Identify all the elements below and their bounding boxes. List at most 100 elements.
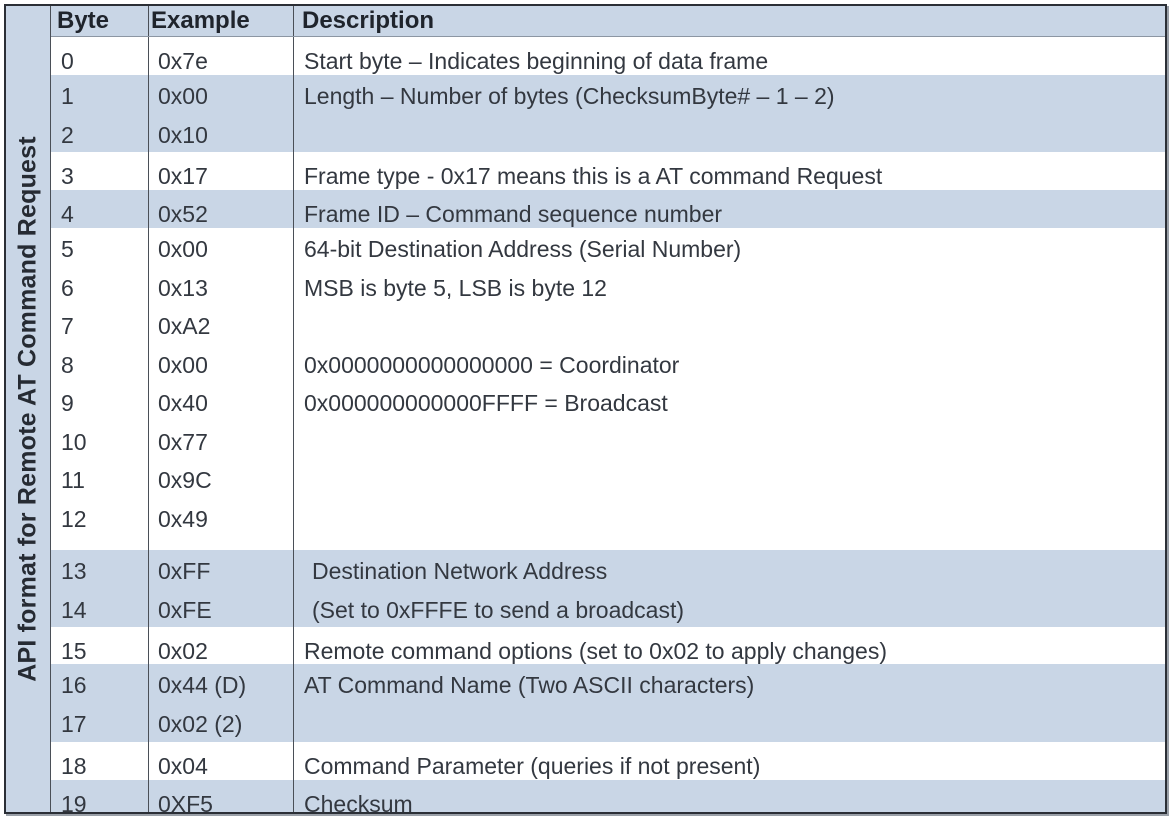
byte-value: 0	[61, 48, 74, 74]
example-value: 0x17	[158, 163, 208, 189]
byte-cell: 1 2	[51, 75, 149, 152]
example-value: 0x02 (2)	[158, 710, 243, 737]
api-frame-table: API format for Remote AT Command Request…	[4, 4, 1167, 814]
description-text: Remote command options (set to 0x02 to a…	[304, 638, 887, 664]
table-row: 1 2 0x00 0x10 Length – Number of bytes (…	[51, 75, 1165, 152]
description-text: 0x000000000000FFFF = Broadcast	[304, 390, 668, 416]
byte-value: 17	[61, 710, 87, 737]
example-cell: 0x00 0x10	[149, 75, 294, 152]
byte-value: 6	[61, 274, 74, 301]
description-text: 0x0000000000000000 = Coordinator	[304, 351, 680, 378]
byte-value: 7	[61, 313, 74, 339]
byte-cell: 4	[51, 190, 149, 228]
table-row: 15 0x02 Remote command options (set to 0…	[51, 627, 1165, 664]
byte-cell: 5 6 7 8 9 10 11 12	[51, 228, 149, 550]
byte-cell: 0	[51, 37, 149, 75]
header-description: Description	[302, 7, 435, 34]
example-value: 0x9C	[158, 467, 212, 493]
byte-value: 18	[61, 753, 87, 779]
description-cell: Frame type - 0x17 means this is a AT com…	[294, 152, 1165, 190]
table-row: 5 6 7 8 9 10 11 12 0x00 0x13 0xA2 0x00 0…	[51, 228, 1165, 550]
byte-value: 15	[61, 638, 87, 664]
example-value: 0x10	[158, 121, 208, 148]
description-text: 64-bit Destination Address (Serial Numbe…	[304, 236, 742, 262]
byte-cell: 16 17	[51, 664, 149, 742]
description-cell: Start byte – Indicates beginning of data…	[294, 37, 1165, 75]
byte-value: 10	[61, 428, 87, 455]
description-cell: AT Command Name (Two ASCII characters)	[294, 664, 1165, 742]
byte-cell: 19	[51, 780, 149, 814]
byte-value: 1	[61, 83, 74, 109]
header-byte: Byte	[51, 6, 149, 36]
example-value: 0xA2	[158, 313, 211, 339]
byte-cell: 15	[51, 627, 149, 664]
byte-value: 4	[61, 201, 74, 227]
byte-cell: 18	[51, 742, 149, 780]
example-value: 0x04	[158, 753, 208, 779]
table-header-row: Byte Example Description	[51, 6, 1165, 37]
byte-value: 19	[61, 791, 87, 814]
header-example: Example	[149, 6, 294, 36]
example-cell: 0xFF 0xFE	[149, 550, 294, 627]
example-cell: 0x52	[149, 190, 294, 228]
description-cell: Destination Network Address (Set to 0xFF…	[294, 550, 1165, 627]
byte-value: 16	[61, 672, 87, 698]
example-value: 0x00	[158, 83, 208, 109]
byte-value: 12	[61, 505, 87, 532]
example-value: 0x44 (D)	[158, 672, 247, 698]
example-cell: 0x44 (D) 0x02 (2)	[149, 664, 294, 742]
table-grid: Byte Example Description 0 0x7e Start by…	[51, 6, 1165, 812]
table-row: 13 14 0xFF 0xFE Destination Network Addr…	[51, 550, 1165, 627]
table-row: 16 17 0x44 (D) 0x02 (2) AT Command Name …	[51, 664, 1165, 742]
description-text: Command Parameter (queries if not presen…	[304, 753, 761, 779]
example-value: 0x13	[158, 274, 208, 301]
example-value: 0x00	[158, 351, 208, 378]
table-row: 4 0x52 Frame ID – Command sequence numbe…	[51, 190, 1165, 228]
byte-value: 8	[61, 351, 74, 378]
example-value: 0x00	[158, 236, 208, 262]
description-cell: Remote command options (set to 0x02 to a…	[294, 627, 1165, 664]
example-cell: 0x17	[149, 152, 294, 190]
description-text: MSB is byte 5, LSB is byte 12	[304, 274, 607, 301]
description-text: Start byte – Indicates beginning of data…	[304, 48, 769, 74]
description-text	[304, 307, 1165, 346]
description-text: Length – Number of bytes (ChecksumByte# …	[304, 83, 835, 109]
table-row: 3 0x17 Frame type - 0x17 means this is a…	[51, 152, 1165, 190]
example-value: 0x77	[158, 428, 208, 455]
side-label: API format for Remote AT Command Request	[6, 6, 51, 812]
example-cell: 0x02	[149, 627, 294, 664]
byte-value: 5	[61, 236, 74, 262]
table-row: 0 0x7e Start byte – Indicates beginning …	[51, 37, 1165, 75]
byte-value: 3	[61, 163, 74, 189]
byte-value: 9	[61, 390, 74, 416]
byte-cell: 3	[51, 152, 149, 190]
example-value: 0XF5	[158, 791, 213, 814]
side-label-text: API format for Remote AT Command Request	[13, 136, 42, 682]
byte-value: 11	[61, 467, 85, 493]
description-text: Destination Network Address	[312, 558, 608, 584]
table-row: 19 0XF5 Checksum	[51, 780, 1165, 814]
example-cell: 0x7e	[149, 37, 294, 75]
example-cell: 0x00 0x13 0xA2 0x00 0x40 0x77 0x9C 0x49	[149, 228, 294, 550]
example-value: 0x40	[158, 390, 208, 416]
example-value: 0xFF	[158, 558, 211, 584]
description-cell: Checksum	[294, 780, 1165, 814]
table-row: 18 0x04 Command Parameter (queries if no…	[51, 742, 1165, 780]
description-text: Checksum	[304, 791, 413, 814]
byte-value: 2	[61, 121, 74, 148]
byte-cell: 13 14	[51, 550, 149, 627]
example-value: 0x02	[158, 638, 208, 664]
description-cell: Frame ID – Command sequence number	[294, 190, 1165, 228]
description-cell: 64-bit Destination Address (Serial Numbe…	[294, 228, 1165, 550]
byte-value: 14	[61, 596, 87, 623]
description-text: AT Command Name (Two ASCII characters)	[304, 672, 755, 698]
example-value: 0xFE	[158, 596, 212, 623]
example-cell: 0x04	[149, 742, 294, 780]
example-value: 0x49	[158, 505, 208, 532]
byte-value: 13	[61, 558, 87, 584]
example-value: 0x7e	[158, 48, 208, 74]
description-text: Frame ID – Command sequence number	[304, 201, 723, 227]
description-cell: Length – Number of bytes (ChecksumByte# …	[294, 75, 1165, 152]
description-text: (Set to 0xFFFE to send a broadcast)	[312, 596, 684, 623]
description-cell: Command Parameter (queries if not presen…	[294, 742, 1165, 780]
